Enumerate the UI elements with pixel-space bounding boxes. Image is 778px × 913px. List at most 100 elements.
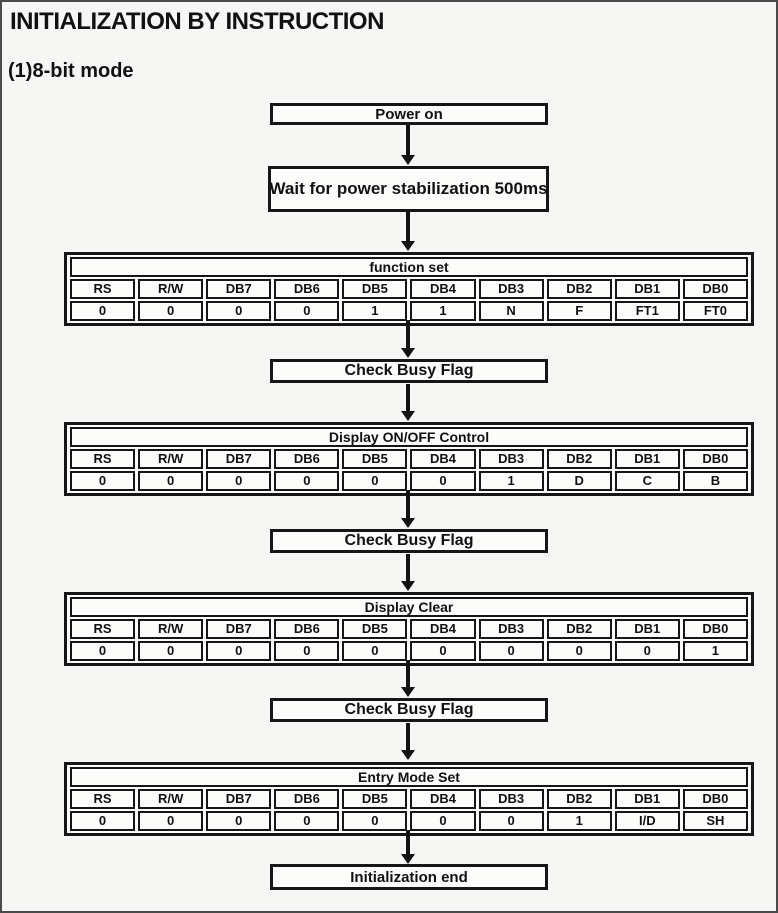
down-arrow-icon <box>401 723 415 760</box>
bit-value: F <box>546 301 612 321</box>
bit-value: 0 <box>206 641 272 661</box>
col-header-db7: DB7 <box>206 789 272 809</box>
table-title: function set <box>70 257 748 277</box>
col-header-rw: R/W <box>138 789 204 809</box>
arrow-head <box>401 155 415 165</box>
arrow-stem <box>406 212 410 241</box>
bit-value: N <box>478 301 544 321</box>
bit-value: 1 <box>342 301 408 321</box>
col-header-db4: DB4 <box>410 619 476 639</box>
bit-value: 0 <box>138 471 204 491</box>
table-display-on-off-control: Display ON/OFF Control RS R/W DB7 DB6 DB… <box>64 422 754 496</box>
bit-value: D <box>546 471 612 491</box>
bit-value: I/D <box>614 811 680 831</box>
col-header-db5: DB5 <box>342 279 408 299</box>
arrow-stem <box>406 723 410 750</box>
arrow-stem <box>406 554 410 581</box>
col-header-db1: DB1 <box>614 279 680 299</box>
arrow-head <box>401 750 415 760</box>
col-header-db4: DB4 <box>410 789 476 809</box>
bit-value: 0 <box>70 301 136 321</box>
col-header-db3: DB3 <box>478 279 544 299</box>
col-header-db3: DB3 <box>478 449 544 469</box>
bit-value: FT1 <box>614 301 680 321</box>
col-header-db1: DB1 <box>614 789 680 809</box>
col-header-db6: DB6 <box>274 449 340 469</box>
bit-value: 0 <box>410 811 476 831</box>
flow-box-check-busy-flag: Check Busy Flag <box>270 529 548 553</box>
bit-value: 0 <box>70 811 136 831</box>
bit-value: 0 <box>274 811 340 831</box>
bit-value: B <box>682 471 748 491</box>
down-arrow-icon <box>401 660 415 697</box>
bit-value: 0 <box>70 471 136 491</box>
bit-value: 0 <box>410 641 476 661</box>
bit-value: 0 <box>410 471 476 491</box>
bit-value: 0 <box>206 301 272 321</box>
bit-value: 0 <box>206 811 272 831</box>
bit-value: 1 <box>410 301 476 321</box>
bit-value: 0 <box>70 641 136 661</box>
down-arrow-icon <box>401 320 415 358</box>
bit-value: 1 <box>682 641 748 661</box>
flow-box-power-on: Power on <box>270 103 548 125</box>
arrow-head <box>401 411 415 421</box>
arrow-head <box>401 348 415 358</box>
down-arrow-icon <box>401 212 415 251</box>
col-header-db7: DB7 <box>206 449 272 469</box>
col-header-rw: R/W <box>138 619 204 639</box>
col-header-db5: DB5 <box>342 789 408 809</box>
col-header-db1: DB1 <box>614 449 680 469</box>
arrow-head <box>401 854 415 864</box>
table-display-clear: Display Clear RS R/W DB7 DB6 DB5 DB4 DB3… <box>64 592 754 666</box>
col-header-rs: RS <box>70 279 136 299</box>
bit-value: 0 <box>342 641 408 661</box>
arrow-stem <box>406 660 410 687</box>
col-header-db1: DB1 <box>614 619 680 639</box>
down-arrow-icon <box>401 490 415 528</box>
down-arrow-icon <box>401 384 415 421</box>
arrow-head <box>401 241 415 251</box>
col-header-db3: DB3 <box>478 789 544 809</box>
down-arrow-icon <box>401 830 415 864</box>
bit-value: 0 <box>274 641 340 661</box>
bit-value: 0 <box>206 471 272 491</box>
flow-box-initialization-end: Initialization end <box>270 864 548 890</box>
flow-box-check-busy-flag: Check Busy Flag <box>270 698 548 722</box>
col-header-db4: DB4 <box>410 449 476 469</box>
col-header-db2: DB2 <box>546 279 612 299</box>
col-header-rw: R/W <box>138 449 204 469</box>
bit-value: 0 <box>614 641 680 661</box>
bit-value: 0 <box>342 471 408 491</box>
col-header-db5: DB5 <box>342 449 408 469</box>
col-header-db0: DB0 <box>682 279 748 299</box>
down-arrow-icon <box>401 554 415 591</box>
col-header-db7: DB7 <box>206 279 272 299</box>
col-header-db6: DB6 <box>274 279 340 299</box>
table-function-set: function set RS R/W DB7 DB6 DB5 DB4 DB3 … <box>64 252 754 326</box>
bit-value: 1 <box>546 811 612 831</box>
bit-value: 1 <box>478 471 544 491</box>
col-header-db2: DB2 <box>546 619 612 639</box>
flow-box-wait-power-stabilization: Wait for power stabilization 500ms <box>268 166 549 212</box>
arrow-head <box>401 518 415 528</box>
table-title: Entry Mode Set <box>70 767 748 787</box>
bit-value: 0 <box>138 301 204 321</box>
col-header-db0: DB0 <box>682 789 748 809</box>
arrow-stem <box>406 490 410 518</box>
table-title: Display ON/OFF Control <box>70 427 748 447</box>
col-header-db6: DB6 <box>274 789 340 809</box>
col-header-db7: DB7 <box>206 619 272 639</box>
arrow-head <box>401 581 415 591</box>
table-title: Display Clear <box>70 597 748 617</box>
down-arrow-icon <box>401 125 415 165</box>
bit-value: 0 <box>478 641 544 661</box>
bit-value: 0 <box>138 641 204 661</box>
col-header-db0: DB0 <box>682 449 748 469</box>
col-header-db0: DB0 <box>682 619 748 639</box>
col-header-db4: DB4 <box>410 279 476 299</box>
bit-value: 0 <box>274 301 340 321</box>
bit-value: 0 <box>138 811 204 831</box>
bit-value: SH <box>682 811 748 831</box>
